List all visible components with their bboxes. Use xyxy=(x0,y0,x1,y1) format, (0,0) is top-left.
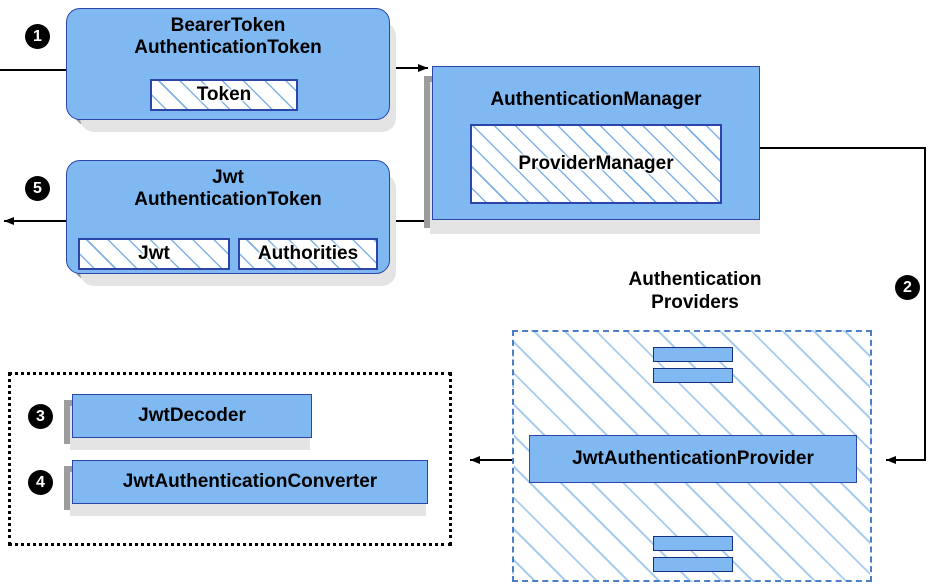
step-badge-1: 1 xyxy=(25,24,50,49)
jwt-authentication-provider-label: JwtAuthenticationProvider xyxy=(572,448,814,469)
provider-stack-bar-top-2 xyxy=(653,368,733,383)
jwt-authentication-token-box[interactable]: Jwt AuthenticationToken xyxy=(66,160,390,274)
provider-stack-bar-top-1 xyxy=(653,347,733,362)
authentication-providers-caption: Authentication Providers xyxy=(628,269,762,313)
step-badge-5: 5 xyxy=(25,176,50,201)
step-badge-4: 4 xyxy=(28,470,53,495)
step-badge-4-number: 4 xyxy=(36,473,45,491)
jwt-authentication-token-title: Jwt AuthenticationToken xyxy=(134,167,322,210)
jwt-decoder-label: JwtDecoder xyxy=(138,405,246,426)
step-badge-5-number: 5 xyxy=(33,179,42,197)
provider-stack-bar-bottom-1 xyxy=(653,536,733,551)
authentication-manager-title: AuthenticationManager xyxy=(490,89,702,110)
jwt-slot-label: Jwt xyxy=(138,243,170,264)
token-slot-label: Token xyxy=(196,84,252,105)
jwt-helpers-region xyxy=(8,372,452,546)
jwt-authentication-converter-box[interactable]: JwtAuthenticationConverter xyxy=(72,460,428,504)
provider-manager-label: ProviderManager xyxy=(518,153,674,174)
jwt-slot[interactable]: Jwt xyxy=(78,238,230,270)
step-badge-1-number: 1 xyxy=(33,27,42,45)
provider-stack-bar-bottom-2 xyxy=(653,557,733,572)
bearer-token-title: BearerToken AuthenticationToken xyxy=(134,15,322,58)
token-slot[interactable]: Token xyxy=(150,79,298,111)
jwt-decoder-box[interactable]: JwtDecoder xyxy=(72,394,312,438)
step-badge-2-number: 2 xyxy=(903,278,912,296)
authorities-slot[interactable]: Authorities xyxy=(238,238,378,270)
step-badge-2: 2 xyxy=(895,275,920,300)
jwt-authentication-converter-label: JwtAuthenticationConverter xyxy=(122,471,378,492)
jwt-authentication-provider-box[interactable]: JwtAuthenticationProvider xyxy=(529,435,857,483)
step-badge-3: 3 xyxy=(28,404,53,429)
step-badge-3-number: 3 xyxy=(36,407,45,425)
provider-manager-slot[interactable]: ProviderManager xyxy=(470,124,722,204)
authorities-slot-label: Authorities xyxy=(257,243,359,264)
